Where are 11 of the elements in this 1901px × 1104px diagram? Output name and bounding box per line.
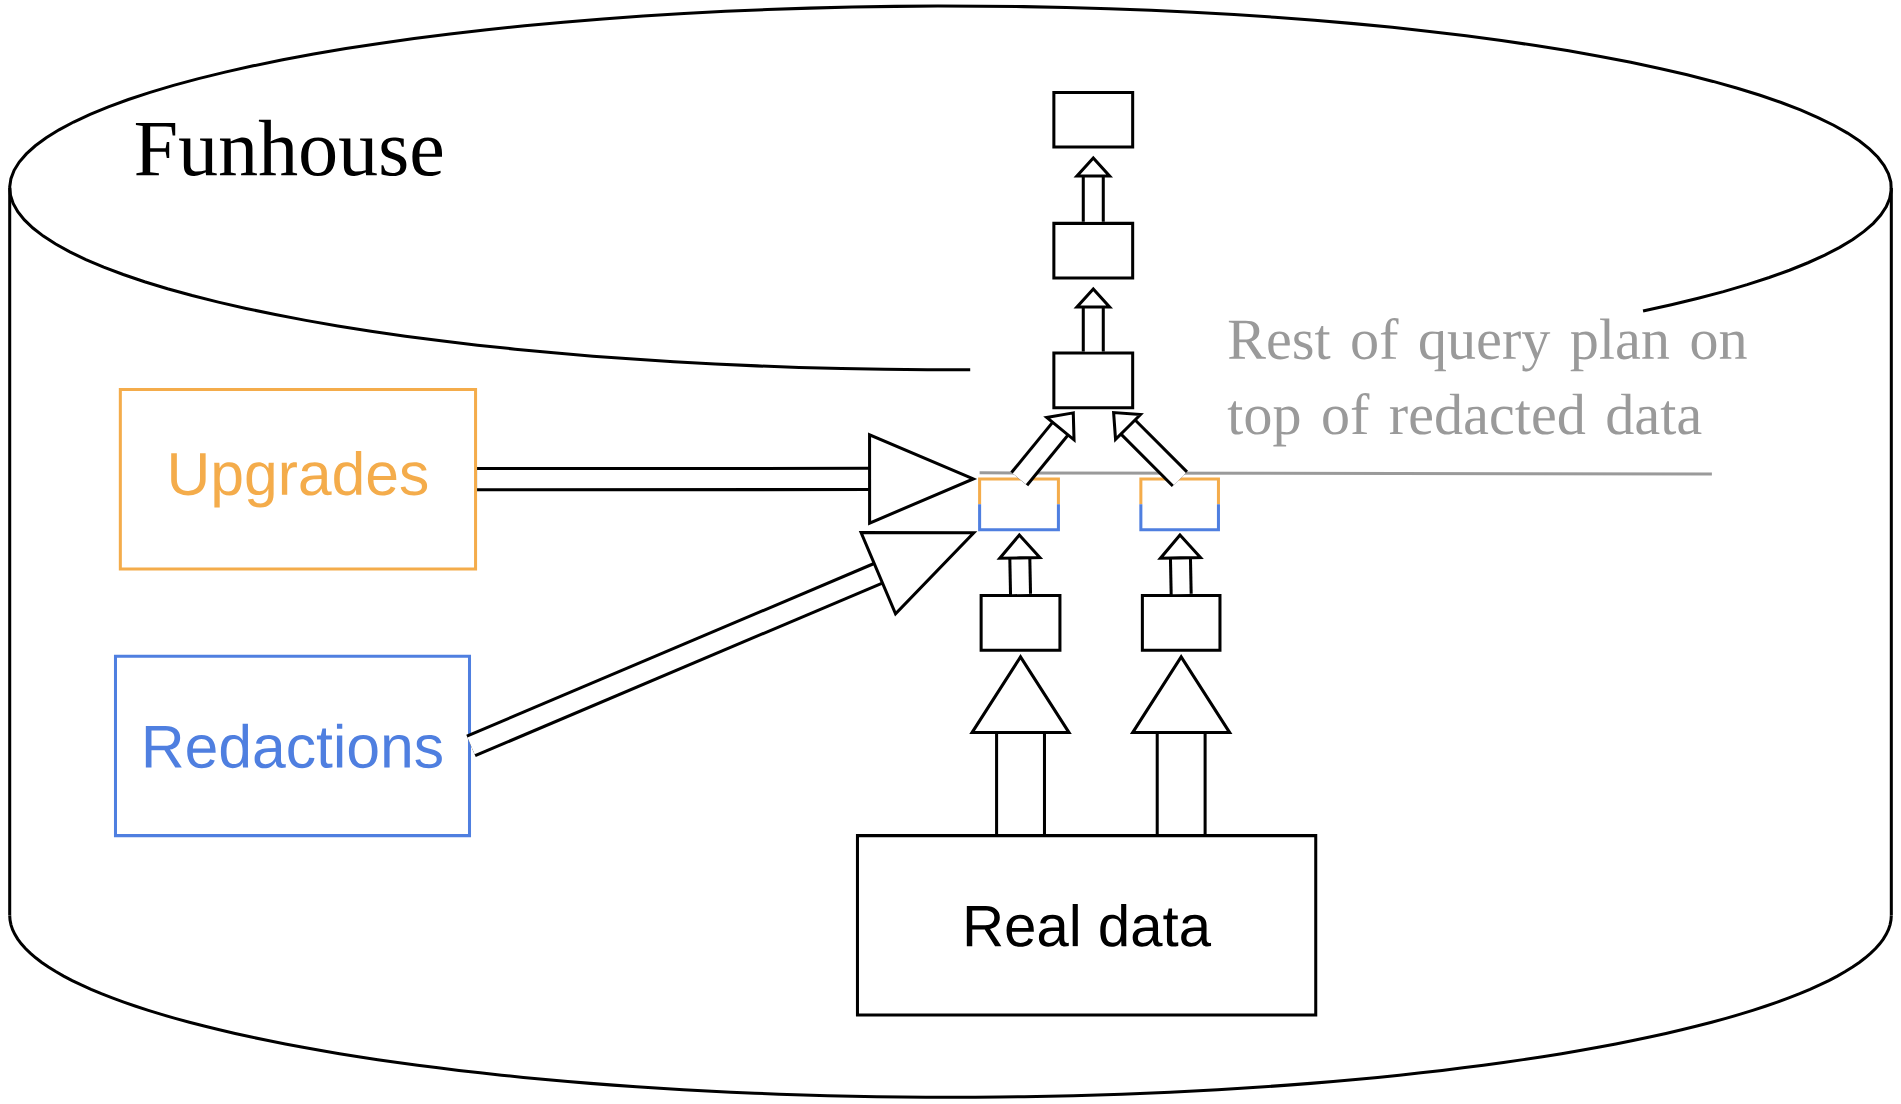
plan-box <box>1052 221 1135 280</box>
plan-box <box>1140 593 1222 652</box>
input-box: Upgrades <box>118 387 478 571</box>
redacted-box <box>1139 477 1220 532</box>
plan-box <box>1052 90 1135 149</box>
input-box: Redactions <box>113 654 471 837</box>
plan-box <box>1052 351 1135 409</box>
plan-box <box>979 593 1062 652</box>
data-box: Real data <box>855 833 1318 1017</box>
redacted-box <box>978 477 1060 532</box>
annotation: Rest of query plan on top of redacted data <box>1227 317 1747 447</box>
